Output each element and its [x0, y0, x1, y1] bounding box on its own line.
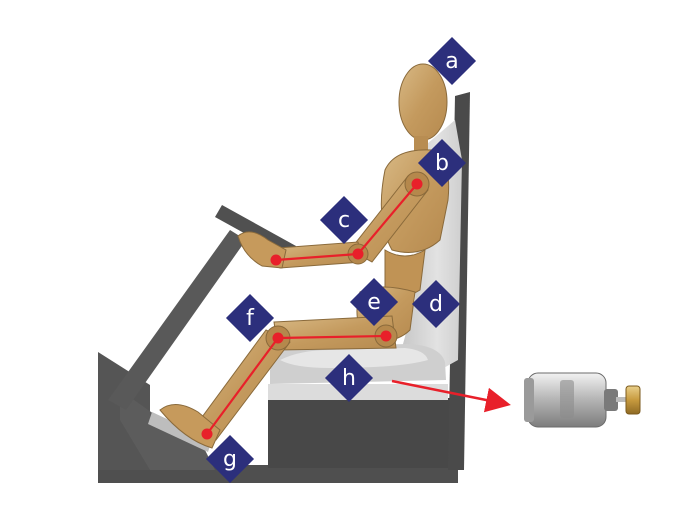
link-knee-ankle [207, 338, 278, 434]
motor-end-cap [524, 378, 534, 422]
knee-joint [273, 333, 284, 344]
label-f-text: f [246, 306, 255, 331]
label-a-text: a [445, 49, 458, 74]
shoulder-joint [412, 179, 423, 190]
label-c-text: c [338, 208, 350, 233]
label-e-text: e [367, 290, 381, 315]
label-d-text: d [429, 292, 443, 317]
motor-collar [604, 389, 618, 411]
hand-joint [271, 255, 282, 266]
label-g-text: g [223, 447, 237, 472]
label-b-text: b [435, 151, 449, 176]
elbow-joint [353, 249, 364, 260]
mannequin-head [399, 64, 447, 140]
hip-joint [381, 331, 392, 342]
ankle-joint [202, 429, 213, 440]
label-h-text: h [342, 366, 356, 391]
seat-pedestal [268, 398, 458, 468]
dc-motor-icon [524, 373, 640, 427]
steering-column [108, 230, 246, 410]
motor-pulley [626, 386, 640, 414]
motor-slot [560, 380, 574, 418]
